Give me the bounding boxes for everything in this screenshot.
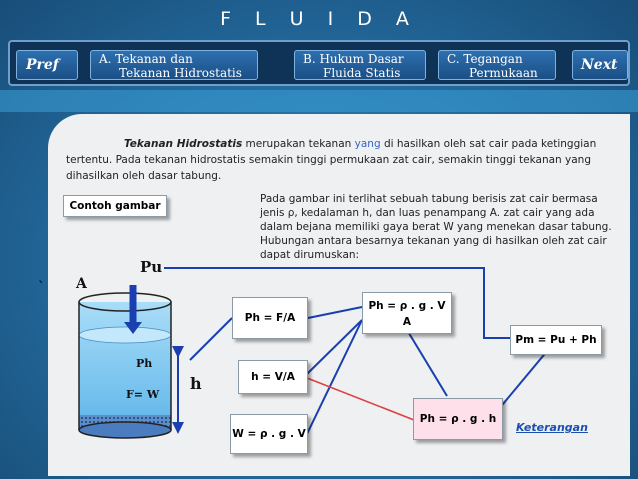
next-button[interactable]: Next <box>572 50 628 80</box>
label-backtick: ` <box>38 280 45 295</box>
desc-line: Pada gambar ini terlihat sebuah tabung b… <box>260 193 598 205</box>
tab-c-line1: C. Tegangan <box>447 52 523 66</box>
formula-ph-rgv-top: Ph = ρ . g . V <box>368 300 446 312</box>
cylinder-vessel <box>78 292 172 439</box>
keterangan-link[interactable]: Keterangan <box>516 421 588 434</box>
red-connector <box>306 377 415 421</box>
tab-c-line2: Permukaan <box>469 66 538 80</box>
prev-button-label: Pref <box>26 57 59 73</box>
page-title: F L U I D A <box>220 8 418 30</box>
formula-pm: Pm = Pu + Ph <box>510 325 602 355</box>
intro-line-3: dihasilkan oleh dasar tabung. <box>66 170 222 182</box>
intro-line-2: tertentu. Pada tekanan hidrostatis semak… <box>66 154 591 166</box>
tab-tegangan-permukaan[interactable]: C. Tegangan Permukaan <box>438 50 556 80</box>
prev-button[interactable]: Pref <box>16 50 78 80</box>
label-area: A <box>76 276 87 292</box>
formula-ph-rgh: Ph = ρ . g . h <box>413 398 503 440</box>
formula-h-va: h = V/A <box>238 360 308 394</box>
desc-line: Hubungan antara besarnya tekanan yang di… <box>260 235 607 247</box>
example-button[interactable]: Contoh gambar <box>63 195 167 217</box>
label-ph: Ph <box>136 357 153 370</box>
intro-line-1: Tekanan Hidrostatis merupakan tekanan ya… <box>124 137 596 152</box>
desc-line: dalam bejana memiliki gaya berat W yang … <box>260 221 612 233</box>
tab-a-line2: Tekanan Hidrostatis <box>119 66 242 80</box>
connector-lines <box>164 267 549 435</box>
tab-hukum-dasar[interactable]: B. Hukum Dasar Fluida Statis <box>294 50 426 80</box>
formula-ph-rgv: Ph = ρ . g . V A <box>362 292 452 334</box>
intro-text-a: merupakan tekanan <box>242 138 355 150</box>
desc-line: jenis ρ, kedalaman h, dan luas penampang… <box>260 207 595 219</box>
tab-b-line2: Fluida Statis <box>323 66 401 80</box>
desc-line: dapat dirumuskan: <box>260 249 360 261</box>
decorative-strip <box>0 90 638 112</box>
label-h: h <box>190 374 202 393</box>
intro-text-b: di hasilkan oleh sat cair pada ketinggia… <box>380 138 597 150</box>
tab-a-line1: A. Tekanan dan <box>99 52 193 66</box>
formula-ph-fa: Ph = F/A <box>232 297 308 339</box>
formula-w: W = ρ . g . V <box>230 414 308 454</box>
label-pu: Pu <box>140 258 163 276</box>
description-block: Pada gambar ini terlihat sebuah tabung b… <box>260 192 612 262</box>
label-fw: F= W <box>126 388 160 401</box>
nav-bar: Pref A. Tekanan dan Tekanan Hidrostatis … <box>8 40 630 86</box>
formula-ph-rgv-bottom: A <box>402 316 412 328</box>
intro-text-yang: yang <box>354 138 381 150</box>
tab-b-line1: B. Hukum Dasar <box>303 52 404 66</box>
intro-term: Tekanan Hidrostatis <box>124 138 243 150</box>
next-button-label: Next <box>581 57 618 73</box>
tab-tekanan-hidrostatis[interactable]: A. Tekanan dan Tekanan Hidrostatis <box>90 50 258 80</box>
